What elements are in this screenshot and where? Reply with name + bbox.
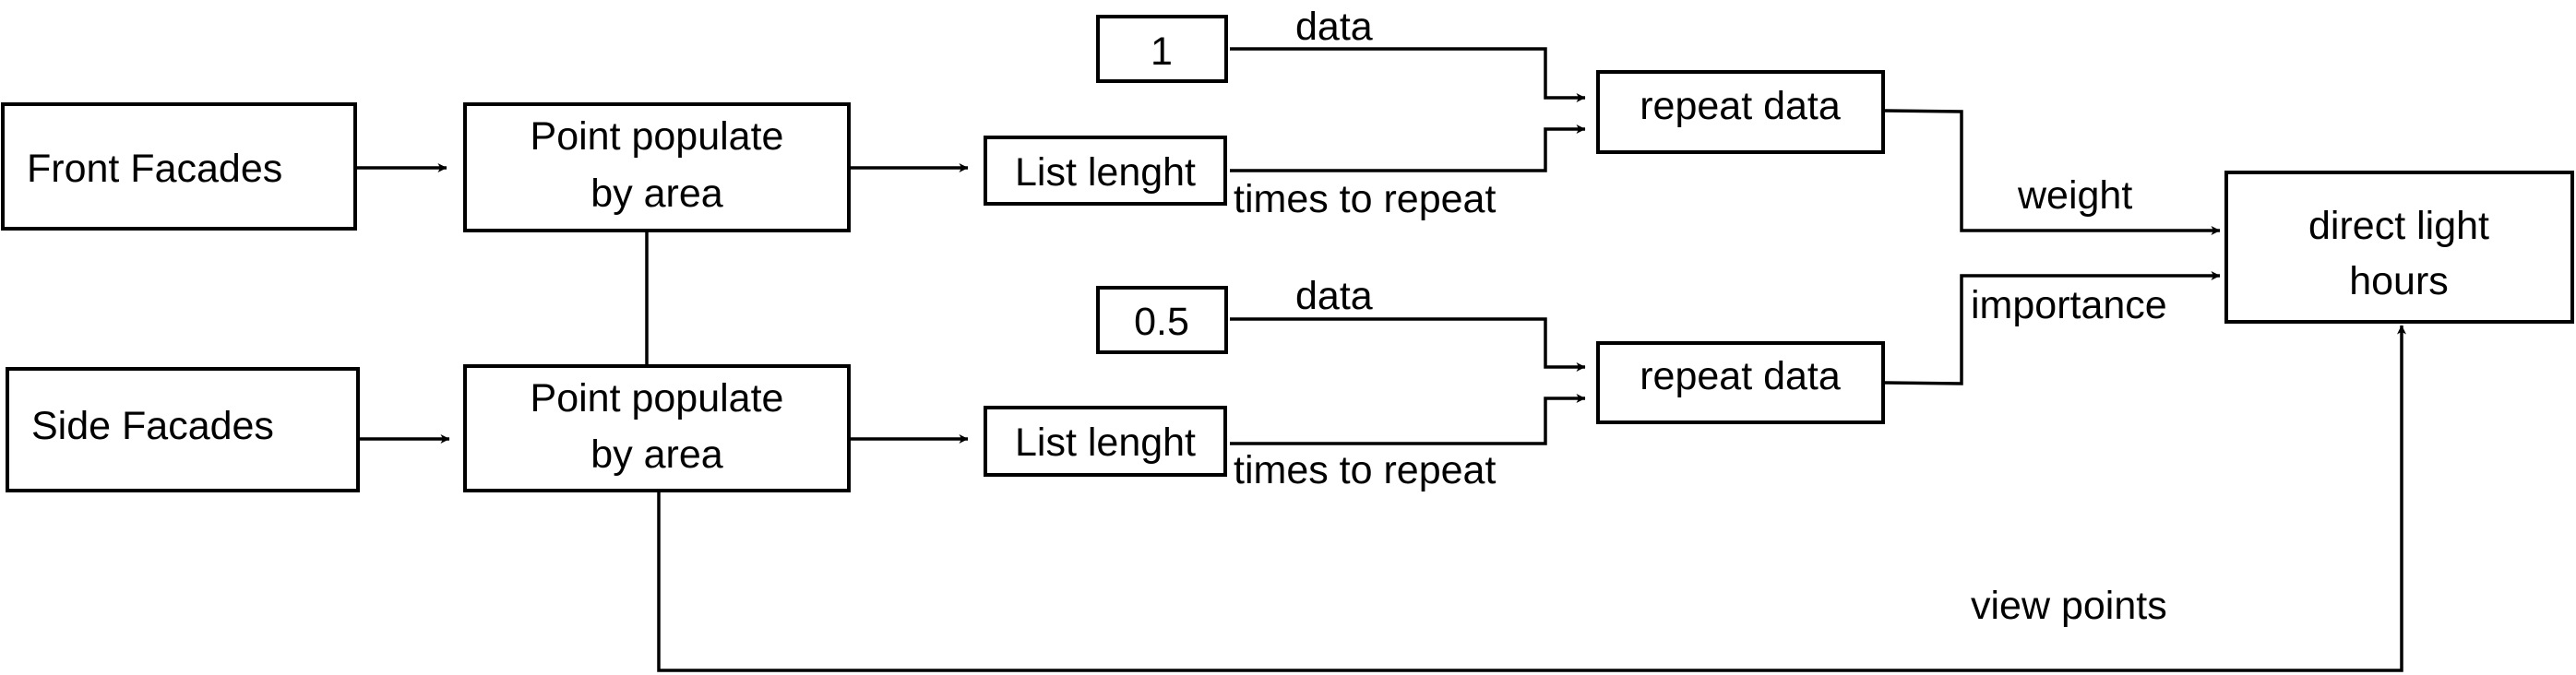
side-facades-box [6,367,360,492]
edge-point-populate-bottom-to-direct-light-hours [657,325,2406,672]
edge-labels: data times to repeat data times to repea… [1234,5,2167,628]
edge-repeat-data-bottom-to-direct-light-hours [1884,271,2221,385]
weight-label: weight [2017,173,2132,218]
point-populate-top-label-line2: by area [590,172,723,216]
point-populate-top-label-line1: Point populate [531,114,784,159]
point-populate-top-box [463,102,851,232]
node-front-facades: Front Facades [1,102,357,231]
node-point-populate-top: Point populate by area [463,102,851,232]
edge-list-length-top-to-repeat-data-top [1230,124,1586,172]
importance-label: importance [1971,283,2167,327]
repeat-data-top-box [1596,70,1885,154]
edge-value-one-to-repeat-data-top [1230,47,1586,102]
direct-light-hours-label-line1: direct light [2308,204,2489,248]
node-value-half: 0.5 [1096,286,1228,354]
view-points-label: view points [1971,584,2167,628]
value-half-box [1096,286,1228,354]
repeat-data-top-label: repeat data [1640,84,1841,128]
node-repeat-data-top: repeat data [1596,70,1885,154]
direct-light-hours-label-line2: hours [2349,259,2449,303]
edge-repeat-data-top-to-direct-light-hours [1884,109,2221,235]
node-value-one: 1 [1096,15,1228,83]
edges [356,47,2406,672]
times-to-repeat-label-bottom: times to repeat [1234,448,1496,492]
point-populate-bottom-box [463,364,851,492]
times-to-repeat-label-top: times to repeat [1234,177,1496,221]
front-facades-box [1,102,357,231]
node-list-length-bottom: List lenght [984,406,1227,477]
list-length-top-label: List lenght [1015,150,1196,195]
node-point-populate-bottom: Point populate by area [463,364,851,492]
value-half-label: 0.5 [1134,300,1189,344]
point-populate-bottom-label-line1: Point populate [531,376,784,420]
list-length-bottom-label: List lenght [1015,420,1196,465]
data-label-top: data [1295,5,1373,49]
value-one-box [1096,15,1228,83]
repeat-data-bottom-box [1596,341,1885,424]
front-facades-label: Front Facades [27,147,282,191]
repeat-data-bottom-label: repeat data [1640,354,1841,398]
direct-light-hours-box [2224,171,2574,324]
node-repeat-data-bottom: repeat data [1596,341,1885,424]
node-side-facades: Side Facades [6,367,360,492]
edge-list-length-bottom-to-repeat-data-bottom [1230,394,1586,445]
node-direct-light-hours: direct light hours [2224,171,2574,324]
side-facades-label: Side Facades [31,404,274,448]
edge-value-half-to-repeat-data-bottom [1230,317,1586,372]
data-label-bottom: data [1295,274,1373,318]
list-length-bottom-box [984,406,1227,477]
list-length-top-box [984,136,1227,206]
point-populate-bottom-label-line2: by area [590,432,723,477]
node-list-length-top: List lenght [984,136,1227,206]
value-one-label: 1 [1151,30,1173,74]
